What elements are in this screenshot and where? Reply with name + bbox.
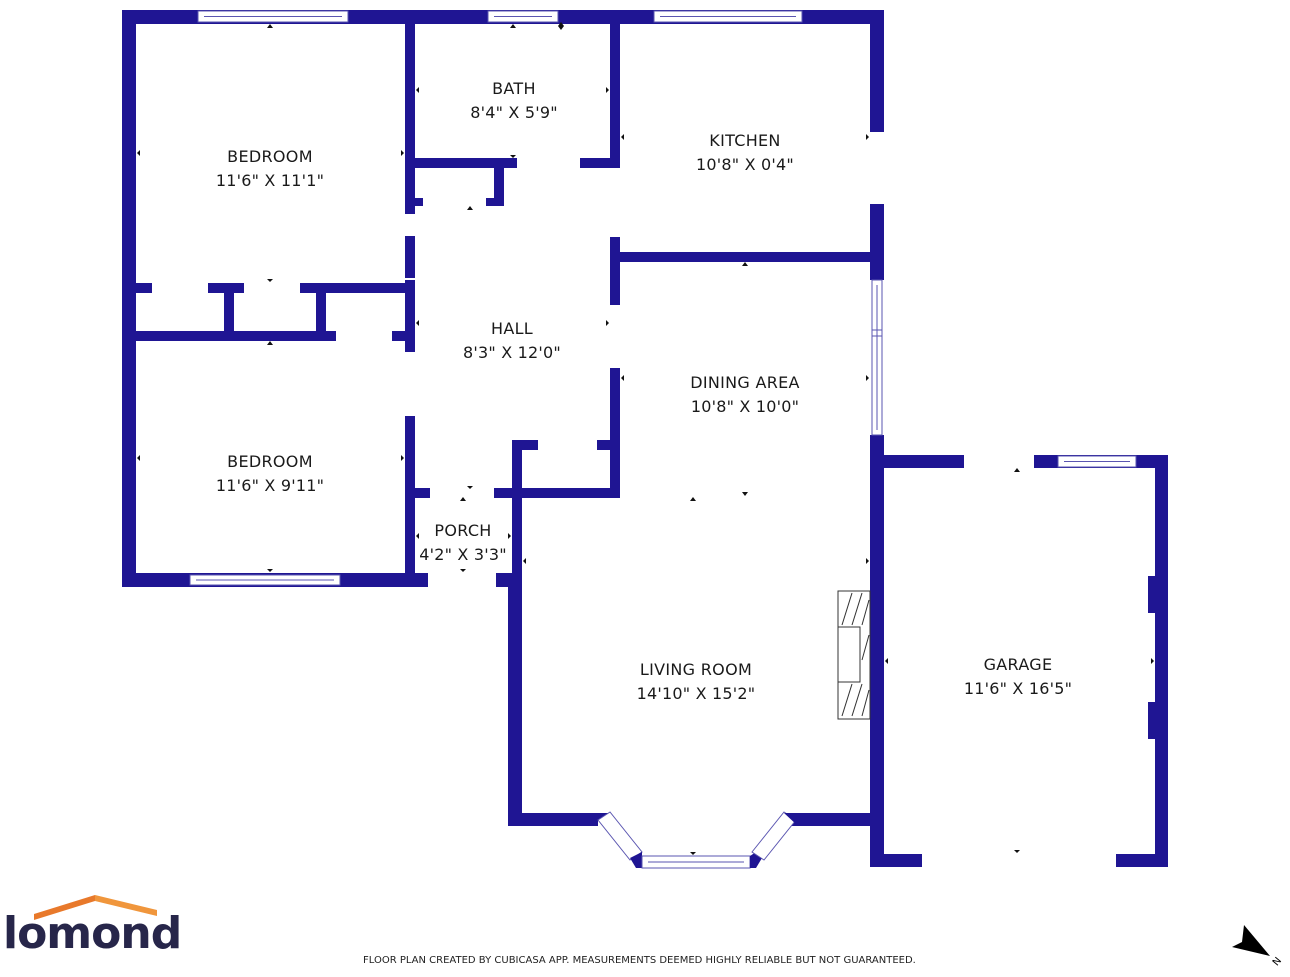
room-bath: BATH 8'4" X 5'9": [470, 77, 558, 125]
room-dimensions: 4'2" X 3'3": [419, 545, 507, 564]
room-garage: GARAGE 11'6" X 16'5": [964, 653, 1072, 701]
room-hall: HALL 8'3" X 12'0": [463, 317, 561, 365]
room-name: PORCH: [434, 521, 492, 540]
room-porch: PORCH 4'2" X 3'3": [419, 519, 507, 567]
room-dining-area: DINING AREA 10'8" X 10'0": [690, 371, 800, 419]
room-dimensions: 10'8" X 0'4": [696, 155, 794, 174]
windows: [189, 10, 1137, 869]
room-name: DINING AREA: [690, 373, 800, 392]
roof-icon: [34, 895, 157, 920]
room-dimensions: 11'6" X 9'11": [215, 476, 325, 495]
room-bedroom-2: BEDROOM 11'6" X 9'11": [216, 450, 324, 498]
compass-label: N: [1271, 955, 1284, 968]
room-name: GARAGE: [983, 655, 1053, 674]
room-dimensions: 8'3" X 12'0": [463, 343, 561, 362]
room-kitchen: KITCHEN 10'8" X 0'4": [696, 129, 794, 177]
room-name: LIVING ROOM: [639, 660, 753, 679]
room-name: HALL: [490, 319, 534, 338]
room-living-room: LIVING ROOM 14'10" X 15'2": [637, 658, 756, 706]
north-arrow-icon: N: [1232, 925, 1284, 968]
room-dimensions: 11'6" X 11'1": [215, 171, 325, 190]
room-bedroom-1: BEDROOM 11'6" X 11'1": [216, 145, 324, 193]
room-name: KITCHEN: [709, 131, 781, 150]
room-dimensions: 11'6" X 16'5": [963, 679, 1073, 698]
dimension-markers: [137, 22, 1154, 855]
room-name: BATH: [492, 79, 536, 98]
fireplace: [837, 590, 871, 720]
room-dimensions: 10'8" X 10'0": [690, 397, 800, 416]
brand-logo: lomond: [3, 908, 182, 959]
disclaimer-text: FLOOR PLAN CREATED BY CUBICASA APP. MEAS…: [363, 955, 916, 966]
room-dimensions: 14'10" X 15'2": [636, 684, 756, 703]
walls: [122, 10, 1168, 867]
room-dimensions: 8'4" X 5'9": [470, 103, 558, 122]
room-name: BEDROOM: [227, 452, 313, 471]
room-name: BEDROOM: [227, 147, 313, 166]
